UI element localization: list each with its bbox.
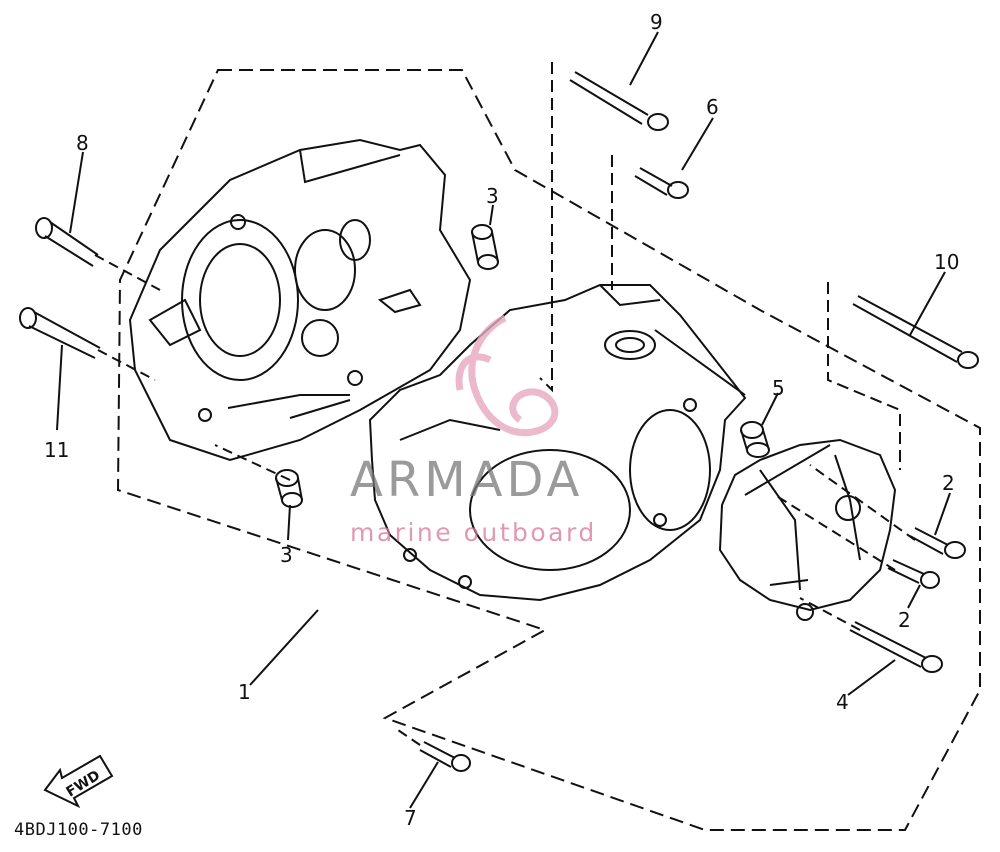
bolt-10 [852, 295, 979, 369]
bolt-6 [634, 167, 689, 199]
bolt-8 [35, 217, 99, 267]
callout-2b: 2 [898, 608, 911, 632]
leader-2a [934, 492, 951, 536]
assembly-boundary [116, 69, 981, 831]
callout-8: 8 [76, 131, 89, 155]
leader-3b [287, 504, 291, 541]
diagram-code: 4BDJ100-7100 [14, 820, 143, 840]
right-crankcase [368, 284, 747, 602]
leader-5 [761, 392, 779, 426]
bolt9-guide [539, 62, 553, 393]
leader-6 [681, 117, 714, 171]
bolt2-guide-a [809, 464, 916, 541]
watermark-sub: marine outboard [350, 518, 597, 547]
crankcase-cover [718, 438, 897, 621]
leader-3a [489, 204, 494, 226]
left-crankcase [128, 138, 472, 462]
leader-4 [847, 659, 896, 696]
bolt-9 [569, 71, 669, 131]
bolt10-guide [827, 282, 901, 470]
callout-4: 4 [836, 690, 849, 714]
leader-8 [69, 151, 84, 234]
bolt-11 [19, 307, 101, 359]
callout-5: 5 [772, 376, 785, 400]
bolt4-guide [799, 597, 861, 631]
watermark-name: ARMADA [350, 452, 584, 508]
leader-7 [409, 761, 439, 809]
callout-11: 11 [44, 438, 70, 462]
watermark-logo [455, 314, 559, 437]
fwd-arrow [43, 754, 114, 809]
dowel-5 [740, 421, 770, 458]
bolt8-guide [94, 254, 161, 291]
bolt-2b [887, 559, 940, 589]
callout-3a: 3 [486, 184, 499, 208]
dowel-3a [471, 224, 499, 270]
callout-10: 10 [934, 250, 960, 274]
bolt11-guide [97, 349, 156, 381]
callout-9: 9 [650, 10, 663, 34]
dowel3-guide [214, 444, 291, 481]
callout-7: 7 [404, 806, 417, 830]
leader-2b [907, 584, 921, 609]
callout-6: 6 [706, 95, 719, 119]
bolt-4 [849, 621, 943, 673]
bolt2-guide-b [774, 494, 896, 571]
leader-9 [629, 31, 659, 86]
leader-10 [909, 271, 946, 336]
leader-1 [249, 609, 319, 686]
bolt-2a [909, 527, 966, 559]
dowel-3b [275, 469, 303, 508]
callout-1: 1 [238, 680, 251, 704]
leader-11 [56, 344, 63, 431]
callout-2a: 2 [942, 471, 955, 495]
bolt-7 [419, 741, 471, 772]
bolt7-guide [394, 727, 421, 746]
callout-3b: 3 [280, 543, 293, 567]
